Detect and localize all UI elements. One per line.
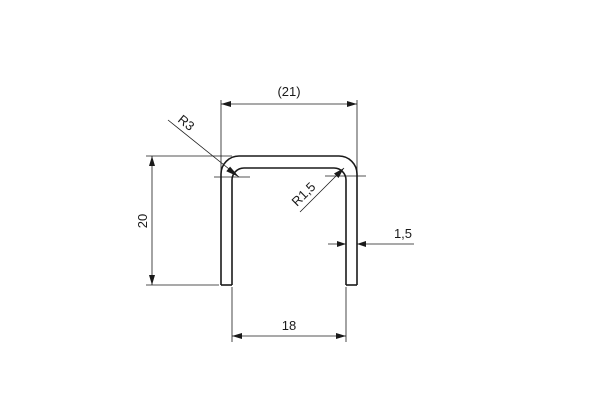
profile-outer-contour [220,155,358,285]
arrowhead [347,101,357,107]
dimension-height: 20 [135,155,232,286]
arrowhead [334,168,344,178]
dimension-overall-width: (21) [220,84,358,180]
arrowhead [357,241,366,247]
arrowhead [336,333,346,339]
dimension-inner-width: 18 [231,287,347,342]
dimension-inner-radius: R1,5 [289,167,366,213]
dimension-label-inner-radius: R1,5 [289,179,319,209]
dimension-label-thickness: 1,5 [394,226,412,241]
dimension-thickness: 1,5 [328,226,414,247]
arrowhead [226,166,239,177]
profile-inner-contour [231,167,347,285]
arrowhead [149,156,155,166]
arrowhead [149,275,155,285]
arrowhead [232,333,242,339]
leader-line [167,119,240,178]
arrowhead [221,101,231,107]
dimension-label-overall-width: (21) [277,84,300,99]
arrowhead [337,241,346,247]
dimension-label-outer-radius: R3 [175,112,197,134]
dimension-label-height: 20 [135,214,150,228]
dimension-outer-radius: R3 [167,112,250,178]
dimension-label-inner-width: 18 [282,318,296,333]
